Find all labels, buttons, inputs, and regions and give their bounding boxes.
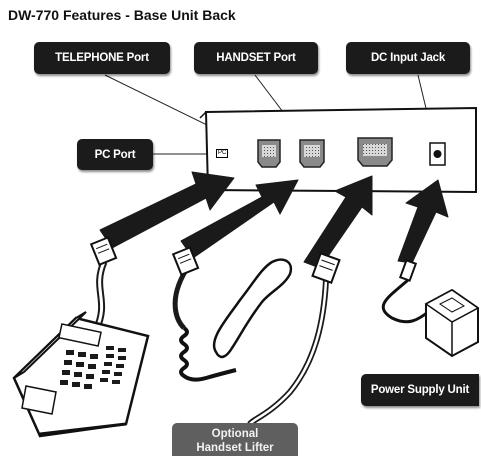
telephone-port-jack <box>257 139 281 168</box>
handset-cable <box>172 268 189 330</box>
optional-handset-lifter-label: Optional Handset Lifter <box>172 423 298 456</box>
optional-label-line1: Optional <box>211 428 259 440</box>
telephone-port-label: TELEPHONE Port <box>34 42 170 74</box>
telephone-plug <box>89 236 118 266</box>
desk-telephone <box>12 311 150 438</box>
pc-plug <box>311 252 341 284</box>
arrow-pc <box>303 175 373 269</box>
pc-port-tag: PC <box>216 149 229 158</box>
power-supply-unit-label: Power Supply Unit <box>361 374 479 406</box>
power-supply-box <box>424 288 480 358</box>
arrows <box>99 171 449 269</box>
handset-port-jack <box>299 139 325 168</box>
pc-port-label: PC Port <box>77 139 153 170</box>
handset-receiver <box>212 258 293 359</box>
dc-input-jack-socket <box>429 142 446 166</box>
dc-input-jack-label: DC Input Jack <box>346 42 470 74</box>
pc-port-jack <box>357 137 393 167</box>
diagram-title: DW-770 Features - Base Unit Back <box>8 7 236 23</box>
power-cable <box>381 278 429 324</box>
dc-plug <box>398 259 418 282</box>
handset-plug <box>171 246 200 276</box>
coiled-cord <box>179 326 237 382</box>
arrow-telephone <box>99 171 235 249</box>
arrow-handset <box>180 179 299 259</box>
handset-port-label: HANDSET Port <box>194 42 318 74</box>
base-unit-panel <box>204 106 477 194</box>
arrow-dc <box>397 179 449 264</box>
optional-label-line2: Handset Lifter <box>196 442 274 454</box>
